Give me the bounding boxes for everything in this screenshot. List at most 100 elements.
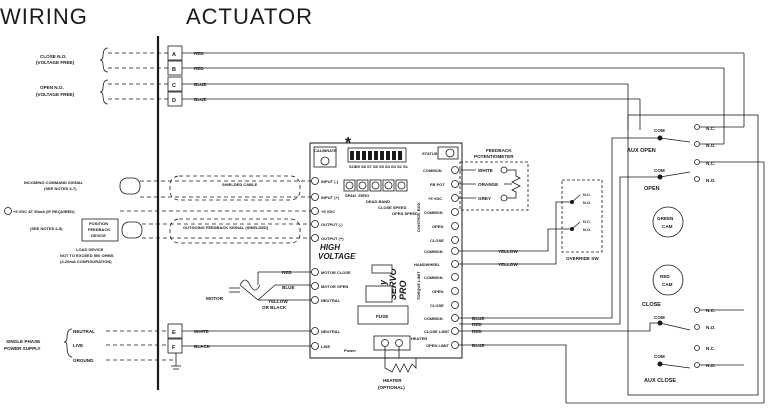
outgoing-feedback-label: OUTGOING FEEDBACK SIGNAL (SHIELDED) [183, 225, 269, 230]
power-led-label: Power [344, 348, 356, 353]
position-feedback-device [81, 218, 119, 242]
fb-wire-white: WHITE [478, 168, 493, 173]
override-wire-yellow-1: YELLOW [498, 249, 518, 254]
supply-neutral: NEUTRAL [73, 329, 95, 334]
svg-text:OUTPUT (-): OUTPUT (-) [321, 222, 343, 227]
high-voltage-label-2: VOLTAGE [318, 252, 356, 261]
svg-text:N.C.: N.C. [706, 161, 715, 166]
svg-text:CLOSE LIMIT: CLOSE LIMIT [424, 329, 450, 334]
svg-text:N.O.: N.O. [706, 178, 715, 183]
svg-text:FB POT: FB POT [430, 182, 445, 187]
connector-block [365, 285, 393, 303]
motor-wire-yellow: YELLOW [268, 299, 288, 304]
control-box-label: CONTROL BOX [416, 202, 421, 232]
open-no-sub: (VOLTAGE FREE) [36, 92, 75, 97]
fuse-label: FUSE [376, 314, 388, 319]
svg-text:N.C.: N.C. [583, 192, 591, 197]
svg-text:OUTPUT (+): OUTPUT (+) [321, 236, 344, 241]
svg-text:N.O.: N.O. [583, 200, 591, 205]
pot-dead-band[interactable]: DEAD BAND [366, 179, 390, 204]
vdc-label: +5 VDC AT 50mA (IF REQUIRED) [13, 209, 75, 214]
override-wire-2 [459, 201, 572, 265]
wire-d-label: BLUE [194, 97, 207, 102]
connector-small [371, 264, 393, 274]
incoming-signal-notes: (SEE NOTES 3-7) [44, 186, 77, 191]
override-switch-box [561, 179, 603, 253]
power-supply-brace [63, 328, 73, 358]
override-wire-1 [459, 228, 572, 252]
incoming-signal-label: INCOMING COMMAND SIGNAL [24, 180, 84, 185]
pot-span[interactable]: SPAN [343, 179, 356, 198]
load-device-limit: NOT TO EXCEED 500 OHMS [60, 253, 114, 258]
wire-e-label: WHITE [194, 329, 209, 334]
svg-text:S4: S4 [385, 164, 391, 169]
term-neutral[interactable] [311, 327, 319, 335]
open-no-label: OPEN N.O. [40, 85, 64, 90]
wire-a-label: RED [194, 51, 204, 56]
term-motor-close[interactable] [311, 268, 319, 276]
power-supply-label-2: POWER SUPPLY [4, 346, 41, 351]
wiring-header: WIRING [0, 4, 88, 29]
potentiometer-symbol [511, 170, 521, 198]
svg-text:S7: S7 [367, 164, 373, 169]
pot-open-speed[interactable]: OPEN SPEED [392, 179, 418, 216]
pot-zero[interactable]: ZERO [356, 179, 369, 198]
torque-limit-label: TORQUE LIMIT [416, 271, 421, 300]
shielded-cable-label: SHIELDED CABLE [222, 182, 257, 187]
supply-ground: GROUND [73, 358, 94, 363]
limit-wire-blue2-label: BLUE [472, 343, 485, 348]
svg-text:OPEN LIMIT: OPEN LIMIT [426, 343, 449, 348]
svg-text:N.C.: N.C. [706, 126, 715, 131]
shielded-cable [169, 175, 301, 201]
open-label: OPEN [644, 186, 660, 192]
svg-text:S6: S6 [373, 164, 379, 169]
limit-wire-red-1 [459, 176, 660, 325]
svg-text:COMMON: COMMON [423, 168, 442, 173]
svg-text:N.O.: N.O. [706, 325, 715, 330]
pot-close-speed[interactable]: CLOSE SPEED [378, 179, 407, 210]
svg-text:N.O.: N.O. [706, 143, 715, 148]
aux-close-com: COM [654, 354, 665, 359]
svg-text:ZERO: ZERO [358, 193, 369, 198]
aux-open-label: AUX OPEN [627, 148, 656, 154]
close-label: CLOSE [642, 302, 661, 308]
feedback-pot-box [459, 161, 529, 211]
svg-text:OPEN: OPEN [432, 289, 443, 294]
svg-text:N.O.: N.O. [583, 227, 591, 232]
fb-wire-orange: ORANGE [478, 182, 498, 187]
svg-text:INPUT (+): INPUT (+) [321, 195, 340, 200]
term-output-neg[interactable] [311, 220, 319, 228]
svg-text:S1: S1 [403, 164, 409, 169]
term-output-pos[interactable] [311, 234, 319, 242]
term-motor-open[interactable] [311, 282, 319, 290]
svg-text:OPEN: OPEN [432, 224, 443, 229]
svg-text:SPAN: SPAN [345, 193, 356, 198]
svg-text:N.C.: N.C. [706, 308, 715, 313]
aux-close-label: AUX CLOSE [644, 378, 676, 384]
power-supply-label: SINGLE PHASE [6, 339, 40, 344]
close-com: COM [654, 315, 665, 320]
svg-text:COMMON: COMMON [424, 275, 443, 280]
term-input-neg[interactable] [311, 177, 319, 185]
switch-assembly-box [627, 114, 759, 396]
svg-text:DEAD BAND: DEAD BAND [366, 199, 390, 204]
fb-wire-grey: GREY [478, 196, 491, 201]
svg-text:S9: S9 [355, 164, 361, 169]
term-5vdc[interactable] [311, 207, 319, 215]
motor-label: MOTOR [206, 296, 224, 301]
term-line[interactable] [311, 342, 319, 350]
terminal-block-top: A B C D [167, 45, 183, 107]
load-device-label: LOAD DEVICE [76, 247, 104, 252]
limit-wire-red-label: RED [472, 322, 482, 327]
svg-text:CAM: CAM [662, 224, 673, 229]
status-label: STATUS [422, 151, 438, 156]
svg-text:LINE: LINE [321, 344, 330, 349]
term-neutral-motor[interactable] [311, 296, 319, 304]
feedback-pot-title-2: POTENTIOMETER [474, 154, 514, 159]
term-input-pos[interactable] [311, 193, 319, 201]
motor-wire-black: OR BLACK [262, 305, 287, 310]
dip-switch-bank[interactable] [347, 147, 407, 163]
vdc-terminal [4, 207, 12, 215]
svg-text:POSITION: POSITION [89, 221, 108, 226]
